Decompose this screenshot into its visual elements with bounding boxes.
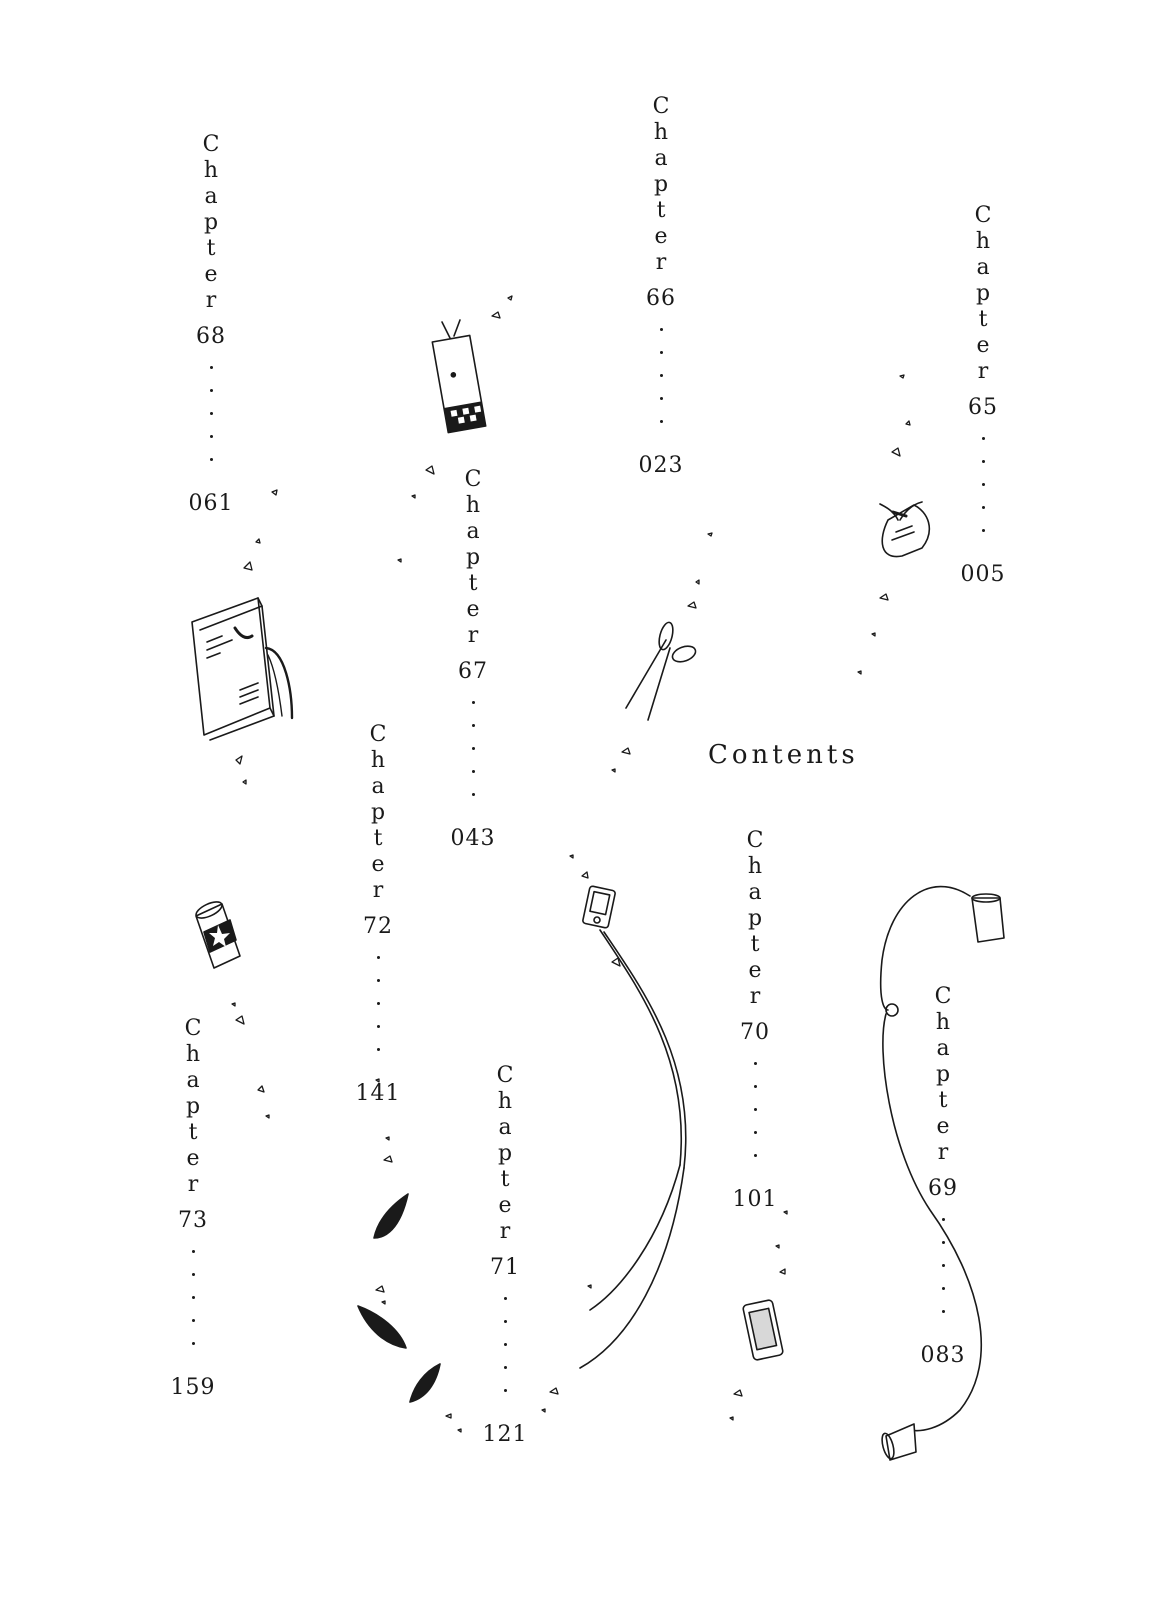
leader-dots — [376, 946, 380, 1061]
chapter-number: 65 — [968, 395, 998, 420]
soda-can-icon — [195, 901, 241, 969]
notebook-icon — [191, 597, 294, 741]
leaf-icon — [357, 1193, 441, 1403]
omamori-charm-icon — [879, 501, 931, 558]
chapter-number: 70 — [740, 1020, 770, 1045]
music-player-icon — [582, 885, 616, 929]
paper-cup-telephone-icon — [879, 885, 1005, 1461]
petal-decorations — [231, 295, 911, 1433]
leader-dots — [659, 318, 663, 433]
leader-dots — [471, 691, 475, 806]
leader-dots — [191, 1240, 195, 1355]
chapter-number: 72 — [363, 914, 393, 939]
scissors-icon — [625, 621, 697, 721]
chapter-number: 73 — [178, 1208, 208, 1233]
chapter-number: 68 — [196, 324, 226, 349]
leader-dots — [753, 1052, 757, 1167]
page-number: 141 — [355, 1081, 401, 1106]
page-number: 101 — [732, 1187, 778, 1212]
chapter-number: 71 — [490, 1255, 520, 1280]
page-number: 121 — [482, 1422, 528, 1447]
page-number: 061 — [188, 491, 234, 516]
chapter-number: 66 — [646, 286, 676, 311]
page-number: 023 — [638, 453, 684, 478]
bookmark-icon — [431, 319, 487, 434]
chapter-number: 67 — [458, 659, 488, 684]
leader-dots — [503, 1287, 507, 1402]
leader-dots — [981, 427, 985, 542]
smartphone-icon — [742, 1299, 784, 1361]
page-number: 005 — [960, 562, 1006, 587]
page-number: 043 — [450, 826, 496, 851]
earphones-icon — [579, 929, 687, 1369]
leader-dots — [941, 1208, 945, 1323]
contents-title: Contents — [708, 740, 859, 770]
leader-dots — [209, 356, 213, 471]
chapter-number: 69 — [928, 1176, 958, 1201]
page-number: 159 — [170, 1375, 216, 1400]
page-number: 083 — [920, 1343, 966, 1368]
